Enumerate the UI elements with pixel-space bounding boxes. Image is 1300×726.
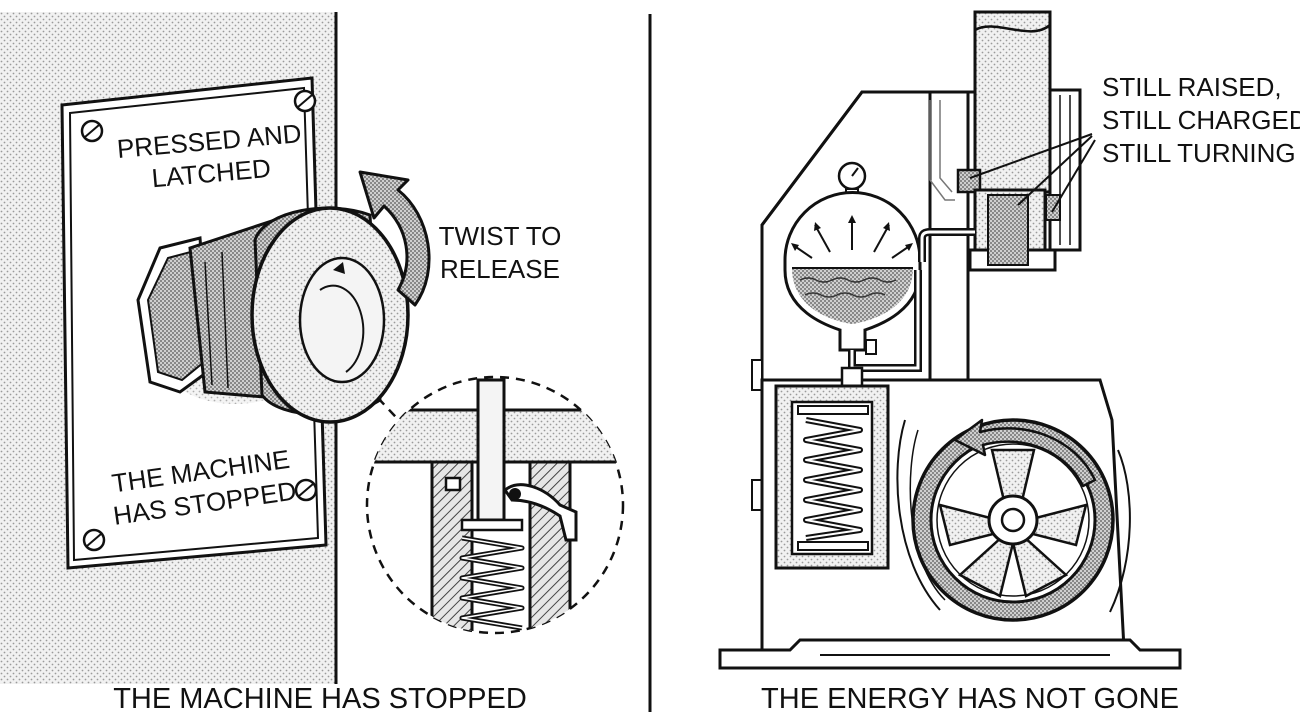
callout-line1: STILL RAISED,	[1102, 72, 1282, 102]
ram-cylinder	[987, 194, 1029, 266]
flywheel	[896, 418, 1131, 622]
left-caption: THE MACHINE HAS STOPPED	[113, 683, 527, 715]
latch-detail-callout	[365, 375, 625, 635]
callout-leaders	[969, 133, 1096, 213]
right-caption: THE ENERGY HAS NOT GONE	[761, 683, 1179, 715]
left-panel: PRESSED AND LATCHED THE MACHINE HAS STOP…	[0, 12, 625, 715]
spring-housing	[774, 384, 890, 570]
ram-column	[973, 10, 1052, 194]
screw-heads	[80, 89, 318, 552]
callout-line3: STILL TURNING	[1102, 138, 1296, 168]
rotation-arrow-icon	[953, 418, 1097, 488]
callout-line2: STILL CHARGED,	[1102, 105, 1300, 135]
right-panel: STILL RAISED, STILL CHARGED, STILL TURNI…	[718, 10, 1300, 715]
twist-arrow-icon	[358, 170, 431, 307]
twist-label-line1: TWIST TO	[439, 221, 562, 251]
emergency-stop-button	[136, 206, 410, 424]
twist-label-line2: RELEASE	[440, 254, 560, 284]
release-arrow-icon	[333, 262, 345, 274]
latch-pawl	[502, 483, 578, 542]
